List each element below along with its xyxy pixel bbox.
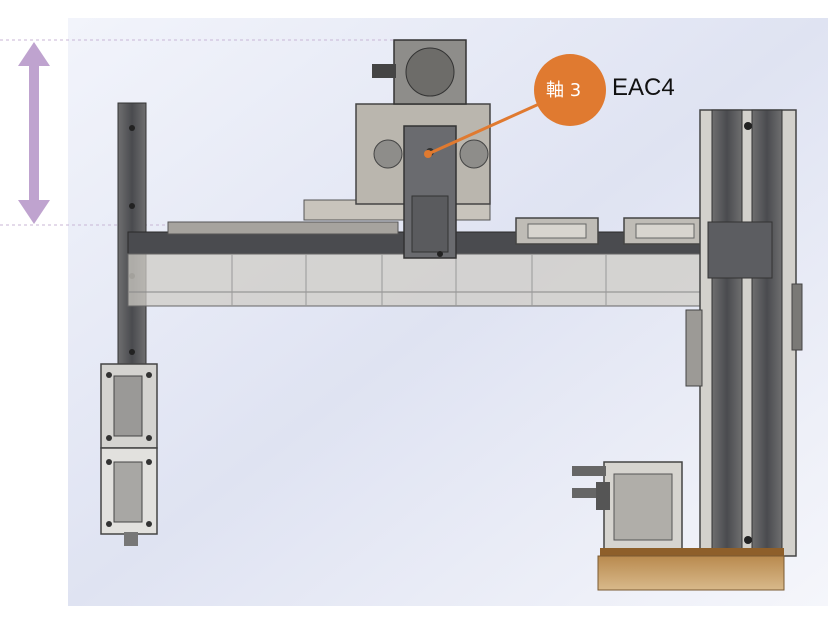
callout-leader-line <box>427 98 549 156</box>
axis-3-motor-assembly <box>303 39 491 259</box>
wooden-base <box>597 548 785 591</box>
callout-model-label: EAC4 <box>612 74 675 101</box>
right-vertical-column <box>685 109 803 557</box>
beam-carriage-block-2 <box>623 217 707 245</box>
callout-axis-3-badge <box>534 54 606 126</box>
bottom-motor-assembly <box>572 461 683 551</box>
left-carriage-upper <box>100 363 158 449</box>
double-headed-vertical-arrow-icon <box>18 42 50 224</box>
beam-carriage-block-1 <box>515 217 599 245</box>
callout-axis-label: 軸 3 <box>546 80 582 101</box>
left-carriage-lower <box>100 447 158 546</box>
callout-leader-dot <box>424 150 432 158</box>
